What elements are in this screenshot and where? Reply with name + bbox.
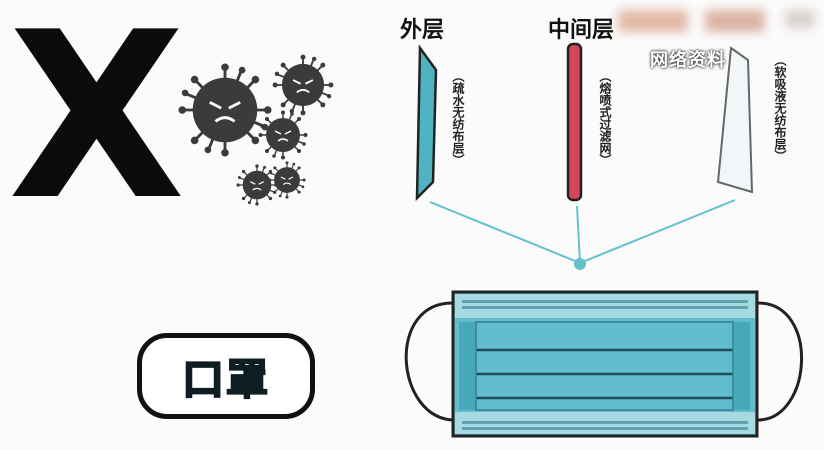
outer-layer-panel <box>415 44 438 202</box>
outer-layer-material: （疏水无纺布层） <box>451 70 465 166</box>
ear-loop-left <box>404 301 456 422</box>
watermark: 网络资料 <box>650 50 726 71</box>
cross-symbol: X <box>8 0 186 251</box>
product-label: 口罩 <box>181 354 270 405</box>
middle-layer-material: （熔喷式过滤网） <box>598 70 612 166</box>
middle-layer-title: 中间层 <box>548 18 615 43</box>
inner-layer-material: （软吸液无纺布层） <box>773 54 787 162</box>
connector-node <box>574 258 586 270</box>
blurred-region <box>618 10 688 32</box>
inner-layer-panel <box>716 46 754 194</box>
mask-illustration <box>404 290 803 438</box>
middle-layer-panel <box>566 42 583 202</box>
blurred-region <box>705 10 765 32</box>
outer-layer-title: 外层 <box>400 18 445 43</box>
product-label-box: 口罩 <box>137 333 315 419</box>
ear-loop-right <box>757 301 803 422</box>
connector-lines <box>429 199 736 264</box>
blurred-region <box>785 10 815 28</box>
